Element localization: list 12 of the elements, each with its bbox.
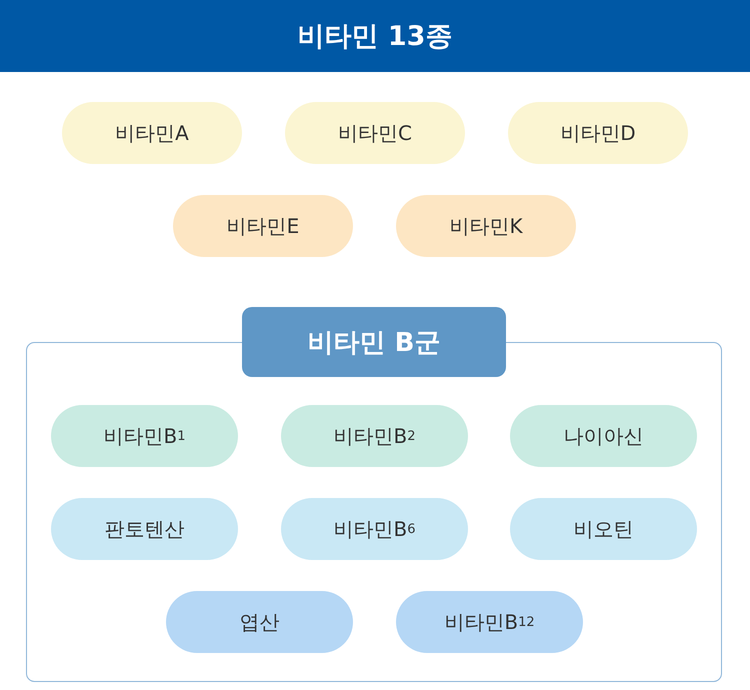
group-heading: 비타민 B군 [242,307,506,377]
vitamin-pill: 비타민A [62,102,242,164]
vitamin-pill: 엽산 [166,591,353,653]
vitamin-pill: 비타민K [396,195,576,257]
vitamin-pill: 비타민C [285,102,465,164]
vitamin-pill: 비타민E [173,195,353,257]
vitamin-pill: 나이아신 [510,405,697,467]
title-banner: 비타민 13종 [0,0,750,72]
vitamin-pill: 비오틴 [510,498,697,560]
vitamin-pill: 판토텐산 [51,498,238,560]
vitamin-pill: 비타민D [508,102,688,164]
group-frame [26,307,722,682]
